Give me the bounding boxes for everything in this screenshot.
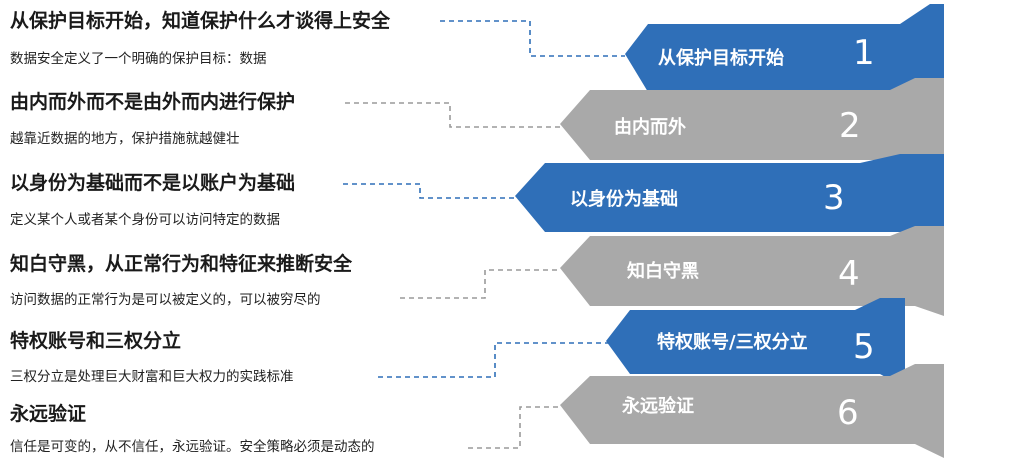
banner-labels: 从保护目标开始 1 由内而外 2 以身份为基础 3 知白守黑 4 特权账号/三权…	[570, 33, 875, 433]
banner-2-shape	[560, 78, 944, 172]
banner-2-label: 由内而外	[614, 116, 686, 138]
banners	[515, 4, 944, 458]
banner-3-shape	[515, 154, 944, 246]
banner-4-shape	[560, 226, 944, 316]
item-desc-6: 信任是可变的，从不信任，永远验证。安全策略必须是动态的	[10, 439, 375, 455]
banner-5-shape	[606, 298, 905, 388]
item-desc-2: 越靠近数据的地方，保护措施就越健壮	[10, 131, 240, 147]
connector-1	[440, 20, 625, 57]
banner-3-number: 3	[823, 178, 845, 218]
item-title-5: 特权账号和三权分立	[10, 330, 182, 352]
banner-4-number: 4	[838, 254, 860, 294]
item-desc-5: 三权分立是处理巨大财富和巨大权力的实践标准	[10, 369, 294, 385]
item-title-3: 以身份为基础而不是以账户为基础	[10, 172, 296, 194]
banner-6-number: 6	[837, 393, 859, 433]
item-title-2: 由内而外而不是由外而内进行保护	[10, 91, 296, 113]
banner-5-label: 特权账号/三权分立	[657, 331, 808, 353]
banner-1-number: 1	[853, 33, 875, 73]
connector-4	[400, 269, 560, 299]
connector-2	[345, 102, 560, 128]
item-title-6: 永远验证	[10, 403, 87, 425]
connectors	[343, 20, 625, 449]
item-desc-1: 数据安全定义了一个明确的保护目标：数据	[10, 51, 267, 67]
banner-4-label: 知白守黑	[627, 260, 699, 282]
banner-2-number: 2	[839, 106, 861, 146]
banner-6-label: 永远验证	[621, 395, 694, 417]
item-title-1: 从保护目标开始，知道保护什么才谈得上安全	[10, 10, 391, 32]
item-title-4: 知白守黑，从正常行为和特征来推断安全	[10, 253, 353, 275]
banner-6-shape	[560, 364, 944, 458]
item-desc-3: 定义某个人或者某个身份可以访问特定的数据	[10, 212, 280, 228]
banner-1-shape	[625, 4, 944, 112]
item-desc-4: 访问数据的正常行为是可以被定义的，可以被穷尽的	[10, 292, 321, 308]
connector-5	[378, 342, 610, 378]
connector-6	[468, 406, 560, 449]
banner-3-label: 以身份为基础	[570, 188, 678, 210]
banner-1-label: 从保护目标开始	[658, 47, 784, 69]
connector-3	[343, 183, 520, 199]
banner-5-number: 5	[853, 327, 875, 367]
